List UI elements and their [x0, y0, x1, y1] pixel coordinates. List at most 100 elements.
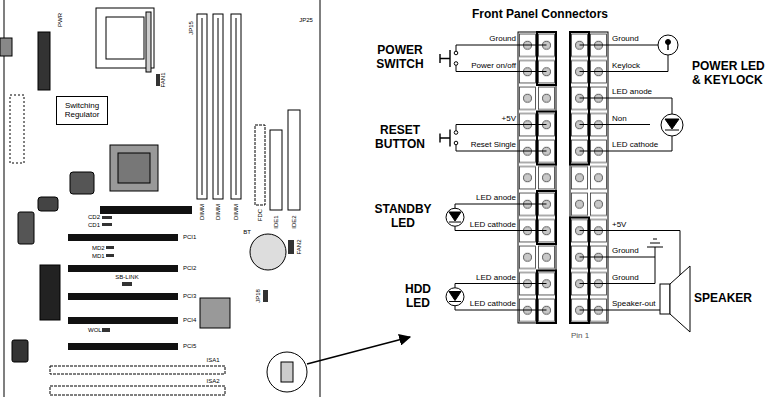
board-label: PCI2: [183, 265, 196, 272]
signal-name: Reset Single: [471, 140, 516, 149]
signal-name: LED anode: [476, 272, 516, 281]
dimm-slot: [236, 18, 237, 195]
led-symbol: [449, 292, 461, 301]
wire: [456, 125, 547, 152]
board-label: FAN2: [296, 239, 303, 254]
board-label: SB-LINK: [115, 274, 138, 281]
diagram-title: Front Panel Connectors: [472, 7, 608, 21]
small-header: [122, 282, 132, 286]
board-label: DIMM: [215, 204, 222, 220]
drive-connector: [255, 110, 300, 210]
switch-symbol: [440, 130, 450, 147]
small-header: [102, 216, 268, 332]
board-label: PWR: [57, 13, 64, 27]
wire: [580, 45, 659, 46]
battery: [250, 234, 286, 270]
led-symbol: [449, 212, 461, 221]
dimm-slot: [202, 18, 203, 195]
device-label: STANDBY LED: [368, 203, 438, 231]
io-port: [0, 38, 24, 163]
signal-name: Keylock: [612, 60, 640, 69]
board-label: JP15: [188, 21, 195, 35]
battery: [250, 234, 286, 270]
drive-connector: [255, 125, 265, 205]
signal-name: LED anode: [476, 193, 516, 202]
led-symbol: [665, 130, 679, 131]
callout-circle: [267, 337, 410, 392]
pin-header: [537, 32, 589, 323]
switch-symbol: [454, 51, 458, 55]
dimm-slot: [231, 14, 241, 199]
pin-header: [537, 191, 556, 244]
power-connector: [38, 32, 50, 90]
signal-name: LED cathode: [470, 219, 516, 228]
pin-header: [537, 112, 556, 165]
pci-slot: [68, 343, 178, 350]
switch-symbol: [454, 141, 458, 145]
wire: [580, 231, 681, 276]
small-header: [263, 290, 268, 302]
wire: [456, 45, 547, 72]
pin-header: [518, 32, 556, 323]
callout-circle: [307, 337, 410, 364]
chip: [110, 145, 158, 191]
board-label: ISA2: [206, 378, 219, 385]
board-label: MD2: [92, 245, 105, 252]
board-label: IDE1: [273, 215, 280, 228]
callout-circle: [281, 362, 293, 382]
callout-circle: [267, 352, 307, 392]
wire: [580, 257, 656, 258]
cpu-socket: [96, 8, 154, 72]
pci-slot: [68, 234, 178, 241]
pin-header: [518, 32, 608, 323]
pci-slot: [68, 293, 178, 300]
wire: [455, 284, 547, 311]
speaker-symbol: [660, 266, 690, 332]
chip: [18, 212, 34, 244]
led-symbol: [446, 208, 464, 226]
ground-symbol: [647, 239, 663, 247]
wire: [455, 204, 547, 231]
keylock-symbol: [666, 40, 671, 45]
small-header: [102, 328, 110, 332]
isa-slot: [50, 386, 225, 395]
wire: [580, 55, 669, 72]
isa-slot: [50, 366, 225, 395]
board-label: WOL: [88, 327, 102, 334]
motherboard-outline: [4, 0, 320, 397]
device-label: RESET BUTTON: [365, 124, 435, 152]
speaker-symbol: [670, 266, 690, 332]
chip: [12, 340, 28, 362]
board-label: PCI5: [183, 343, 196, 350]
io-port: [0, 38, 12, 56]
board-label: PCI1: [183, 234, 196, 241]
pin-header: [537, 32, 556, 85]
signal-name: +5V: [502, 113, 516, 122]
chip: [38, 197, 58, 211]
drive-connector: [270, 130, 282, 210]
pin-number: Pin 1: [571, 331, 589, 340]
board-label: CD2: [88, 214, 100, 221]
switch-symbol: [454, 131, 458, 135]
small-header: [106, 254, 114, 257]
isa-slot: [50, 366, 225, 374]
signal-name: Ground: [489, 34, 516, 43]
signal-name: Ground: [612, 246, 639, 255]
component-label: Switching Regulator: [61, 101, 103, 119]
wire: [580, 98, 673, 114]
device-label: POWER SWITCH: [365, 44, 435, 72]
board-label: ISA1: [206, 357, 219, 364]
component-box: Switching Regulator: [56, 96, 108, 125]
device-label: HDD LED: [398, 283, 438, 311]
signal-name: Ground: [612, 272, 639, 281]
board-label: FAN1: [160, 72, 167, 87]
dimm-slot: [213, 14, 223, 199]
signal-name: Ground: [612, 34, 639, 43]
switch-symbol: [440, 50, 450, 67]
board-label: JP18: [255, 289, 262, 303]
led-symbol: [449, 301, 461, 302]
fan-connector: [156, 74, 160, 86]
agp-slot: [100, 206, 192, 214]
wire: [580, 310, 661, 311]
drive-connector: [288, 110, 300, 210]
